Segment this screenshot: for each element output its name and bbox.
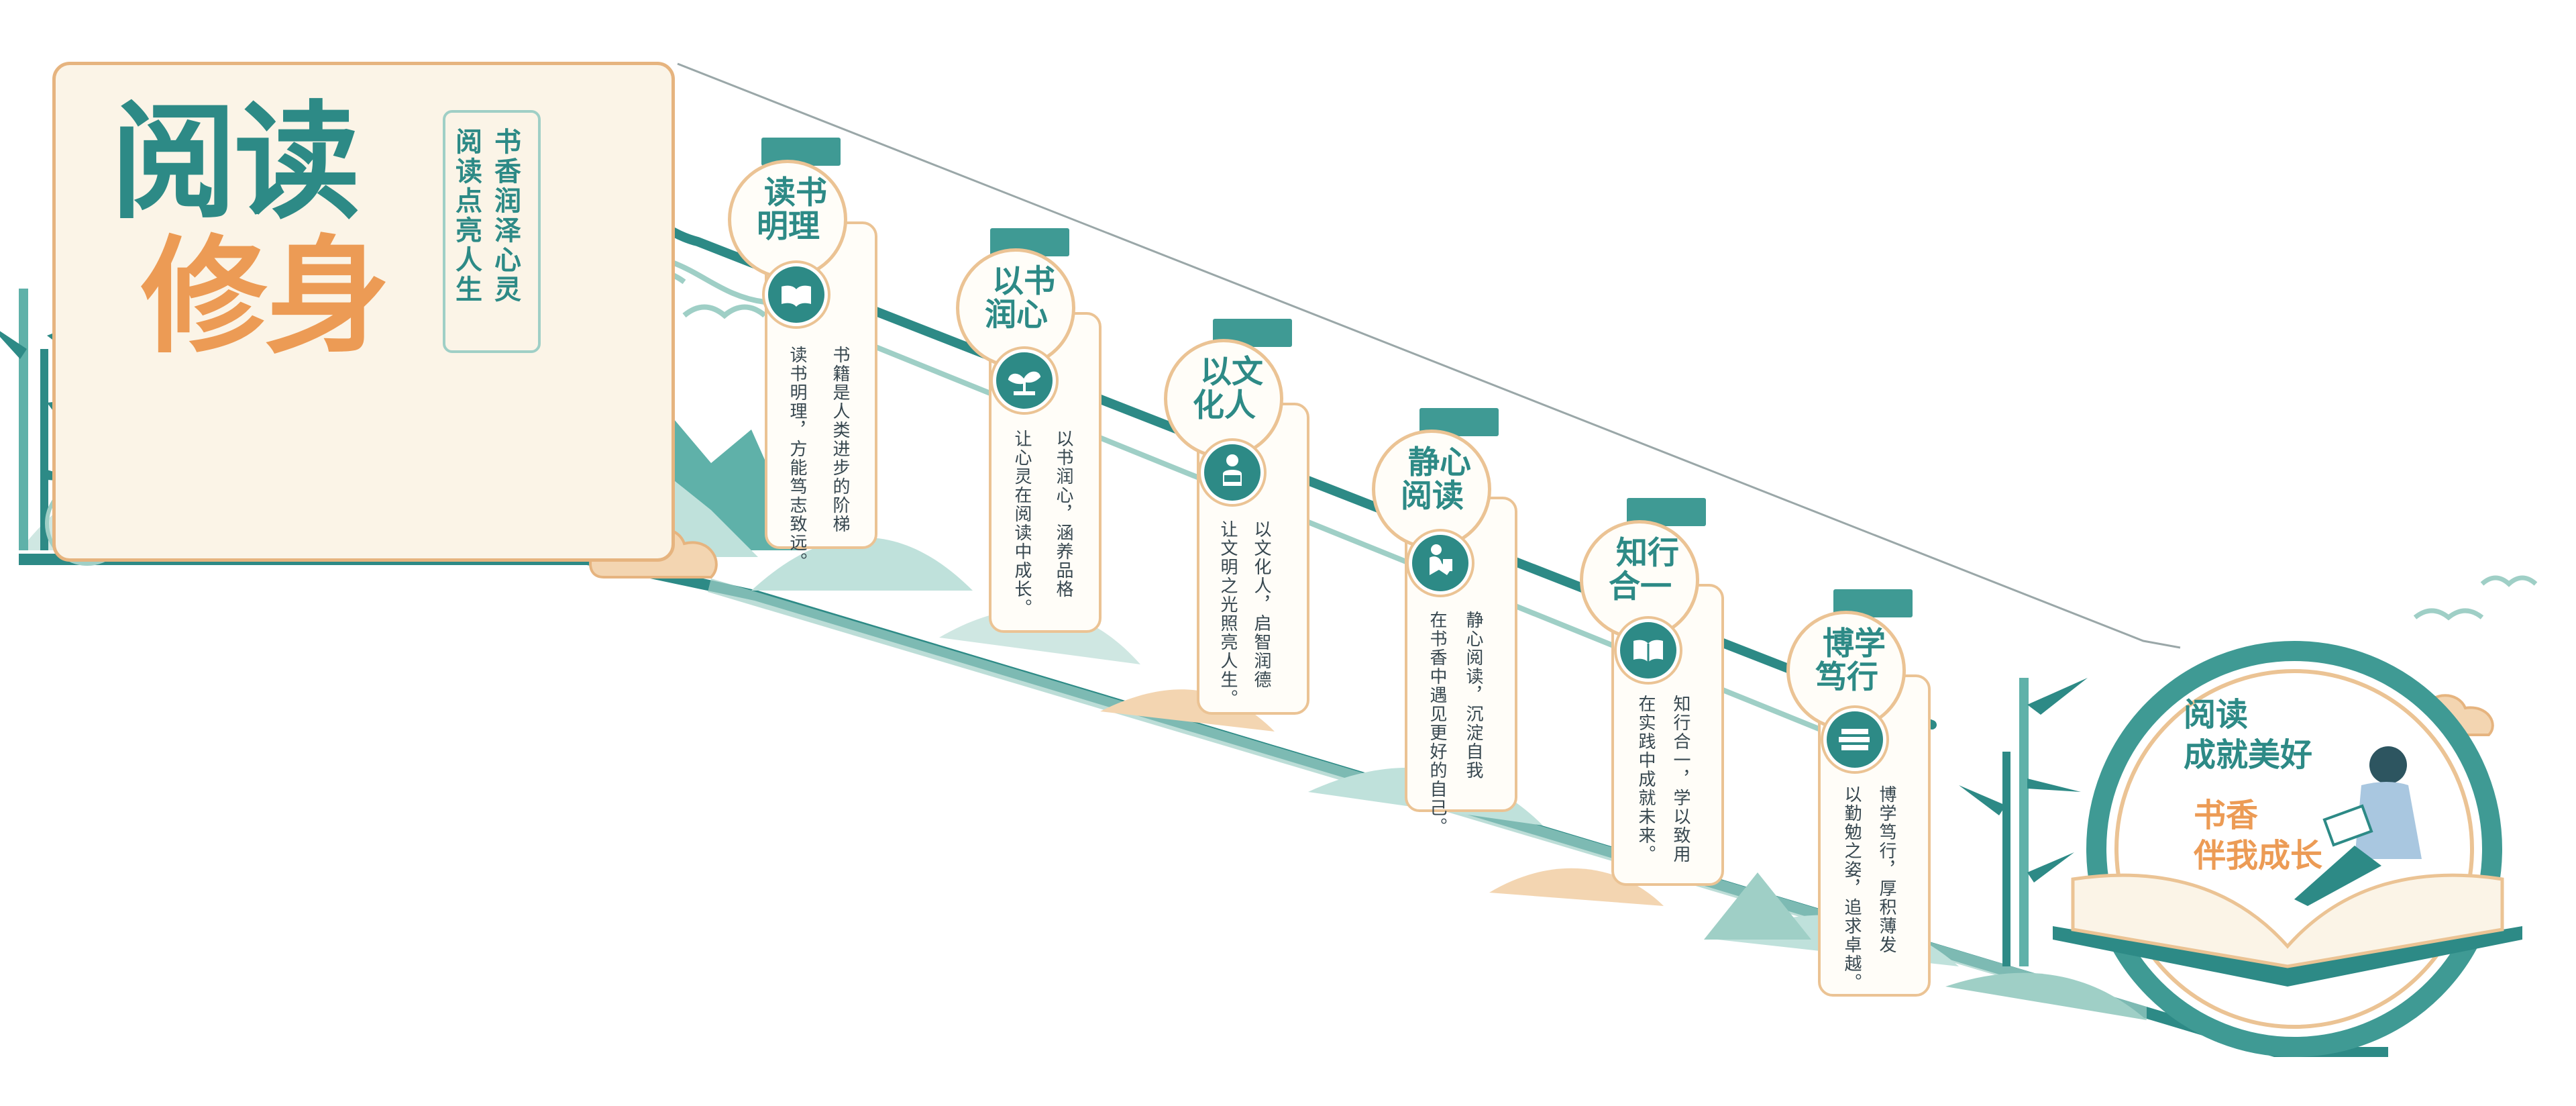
slogan-box: 书香润泽心灵 阅读点亮人生 [443,110,541,353]
hill-1 [751,537,973,591]
panel-1-desc-1: 书籍是人类进步的阶梯 [830,346,850,534]
panel-4-desc-2: 在书香中遇见更好的自己。 [1427,611,1447,836]
panel-2-title-2: 润心 [985,297,1048,334]
title-panel [52,62,675,562]
panel-3-desc-1: 以文化人，启智润德 [1251,520,1271,689]
mountain-right [1704,872,1811,940]
slogan-col1: 书香润泽心灵 [490,128,521,305]
panel-1-title-1: 读书 [764,174,827,211]
main-title-line2: 修身 [141,222,390,370]
open-book-icon [765,263,828,326]
panel-3-head: 以文化人 [1164,339,1283,458]
book-icon [1617,619,1680,682]
seated-reader-icon [1409,532,1472,595]
panel-4-title-2: 阅读 [1401,478,1464,515]
reading-person-icon [1201,441,1264,504]
panel-6-title-1: 博学 [1823,625,1886,662]
panel-2-desc-2: 让心灵在阅读中成长。 [1012,430,1032,617]
panel-1-head: 读书明理 [728,160,847,279]
panel-6-title-2: 笃行 [1815,659,1878,696]
book-stack-icon [1823,708,1886,771]
panel-3-title-2: 化人 [1193,387,1256,424]
badge-reader [2294,746,2422,906]
badge-line-3: 书香 [2194,797,2259,834]
panel-5-desc-2: 在实践中成就未来。 [1635,695,1656,864]
badge-line-1: 阅读 [2184,696,2249,734]
slogan-col2: 阅读点亮人生 [451,128,482,305]
badge-book [2053,926,2522,987]
panel-6-desc-2: 以勤勉之姿，追求卓越。 [1841,785,1862,992]
panel-2-desc-1: 以书润心，涵养品格 [1053,430,1073,599]
hill-7 [1945,972,2147,1020]
panel-6-head: 博学笃行 [1786,611,1906,730]
panel-4-title-1: 静心 [1408,444,1471,481]
panel-4-head: 静心阅读 [1372,430,1491,549]
panel-5-title-1: 知行 [1616,535,1679,572]
bamboo-right [1959,678,2088,966]
badge-line-2: 成就美好 [2184,736,2313,774]
badge-line-4: 伴我成长 [2194,837,2323,874]
panel-3-desc-2: 让文明之光照亮人生。 [1218,520,1238,708]
panel-5-desc-1: 知行合一，学以致用 [1670,695,1690,864]
panel-2-title-1: 以书 [992,263,1055,300]
top-outline [677,62,2181,649]
birds-right [2413,575,2538,621]
panel-6-desc-1: 博学笃行，厚积薄发 [1876,785,1896,954]
sprout-icon [993,349,1056,412]
panel-1-desc-2: 读书明理，方能笃志致远。 [787,346,807,571]
hill-3 [1100,689,1275,732]
panel-1-title-2: 明理 [757,208,820,245]
panel-3-title-1: 以文 [1200,354,1263,391]
panel-5-title-2: 合一 [1609,568,1672,605]
main-title-line1: 阅读 [111,88,360,236]
panel-2-head: 以书润心 [956,248,1075,368]
panel-4-desc-1: 静心阅读，沉淀自我 [1463,611,1483,780]
badge-text-teal: 阅读 成就美好 [2184,695,2312,775]
badge-text-orange: 书香 伴我成长 [2194,795,2322,876]
